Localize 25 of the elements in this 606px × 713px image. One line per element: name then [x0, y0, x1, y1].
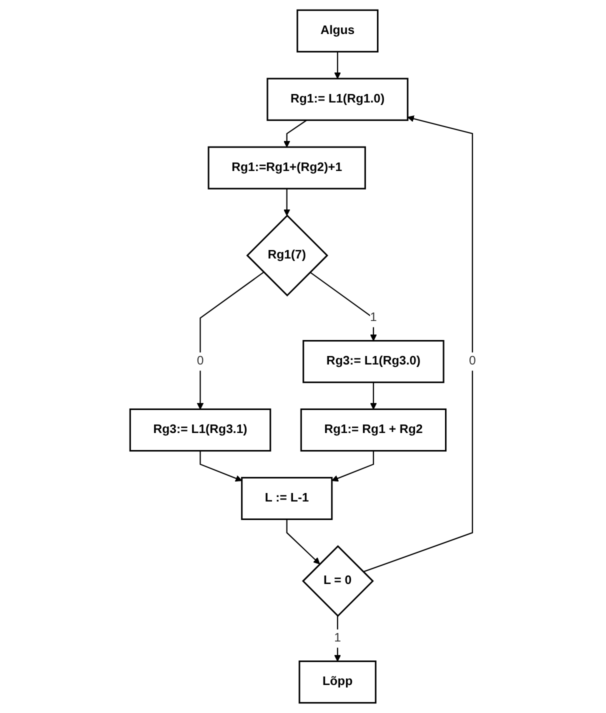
- arrow: [334, 52, 341, 79]
- node-box: Rg3:= L1(Rg3.1): [129, 408, 272, 452]
- arrow: [334, 616, 341, 662]
- arrow: [283, 188, 290, 216]
- arrow: [286, 519, 320, 564]
- node-box: L := L-1: [241, 476, 333, 520]
- arrow: [196, 272, 264, 410]
- node-diamond: L = 0: [302, 545, 374, 617]
- node-box: Rg1:= Rg1 + Rg2: [300, 408, 447, 452]
- arrow: [310, 272, 377, 342]
- node-box: Rg3:= L1(Rg3.0): [302, 340, 444, 384]
- node-box: Rg1:=Rg1+(Rg2)+1: [208, 146, 366, 190]
- edge-label: 1: [334, 632, 341, 645]
- node-box: Rg1:= L1(Rg1.0): [266, 78, 408, 121]
- arrow: [370, 382, 377, 410]
- edge-label: 0: [469, 354, 476, 368]
- arrow: [200, 450, 242, 482]
- arrow: [363, 115, 474, 572]
- node-box: Algus: [296, 9, 378, 52]
- edge-label: 0: [196, 354, 204, 368]
- arrow: [283, 120, 308, 148]
- arrow: [332, 450, 374, 482]
- edge-label: 1: [370, 311, 377, 324]
- node-diamond: Rg1(7): [246, 214, 328, 296]
- node-box: Lõpp: [298, 660, 376, 704]
